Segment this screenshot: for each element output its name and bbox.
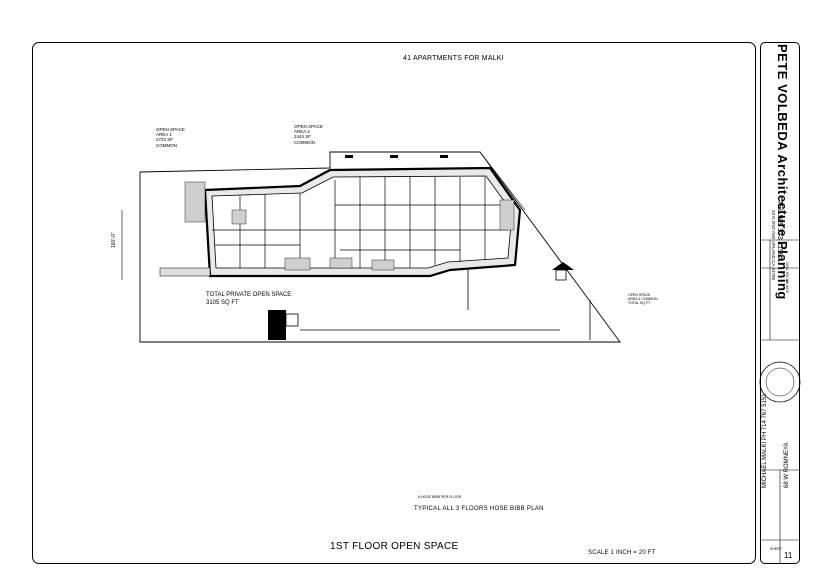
project-address: 68 W ROMNEYA [784,442,790,488]
title-block-lines [760,239,800,564]
total-private-open-space-label: TOTAL PRIVATE OPEN SPACE 3105 SQ FT [206,292,292,306]
typical-floors-note: TYPICAL ALL 3 FLOORS HOSE BIBB PLAN [414,506,544,512]
marker-bar [345,155,353,158]
firm-telephone: TEL 909 373 1150 [776,200,783,257]
sheet-number: 11 [784,551,793,560]
sheet-title: 1ST FLOOR OPEN SPACE [330,541,459,552]
patio-hatches [184,181,515,271]
marker-bar [390,155,398,158]
owner-info: MICHAEL MALKI PH 714 767 5151 [762,393,768,489]
hose-bibb-note: A HOSE BIBB PER FLOOR [418,495,462,499]
marker-bar [440,155,448,158]
trash-enclosure-inner [285,313,299,327]
firm-cell: CELL 909 226 6070 [785,262,789,294]
unit-walls [212,177,510,268]
property-line-segment [479,151,526,211]
drawing-sheet-border [32,42,756,564]
dimension-label: 160'-0" [111,232,117,248]
open-space-2-label: OPEN SPACE AREA 2 2444 SF COMMON [294,124,323,145]
walkway [159,267,211,277]
drawing-title: 41 APARTMENTS FOR MALKI [403,55,504,62]
north-arrow-icon [552,262,574,281]
open-space-3-label: OPEN SPACE AREA 3 COMMON TOTAL SQ FT [628,293,658,306]
firm-address: 29 N 2ND AVE UPLAND CA 91786 [771,210,776,280]
sheet-label: SHEET [770,547,782,551]
architect-seal-icon [759,361,801,403]
open-space-1-label: OPEN SPACE AREA 1 2723 SF COMMON [156,127,185,148]
scale-label: SCALE 1 INCH = 20 FT [588,550,656,556]
trash-enclosure [268,310,286,340]
